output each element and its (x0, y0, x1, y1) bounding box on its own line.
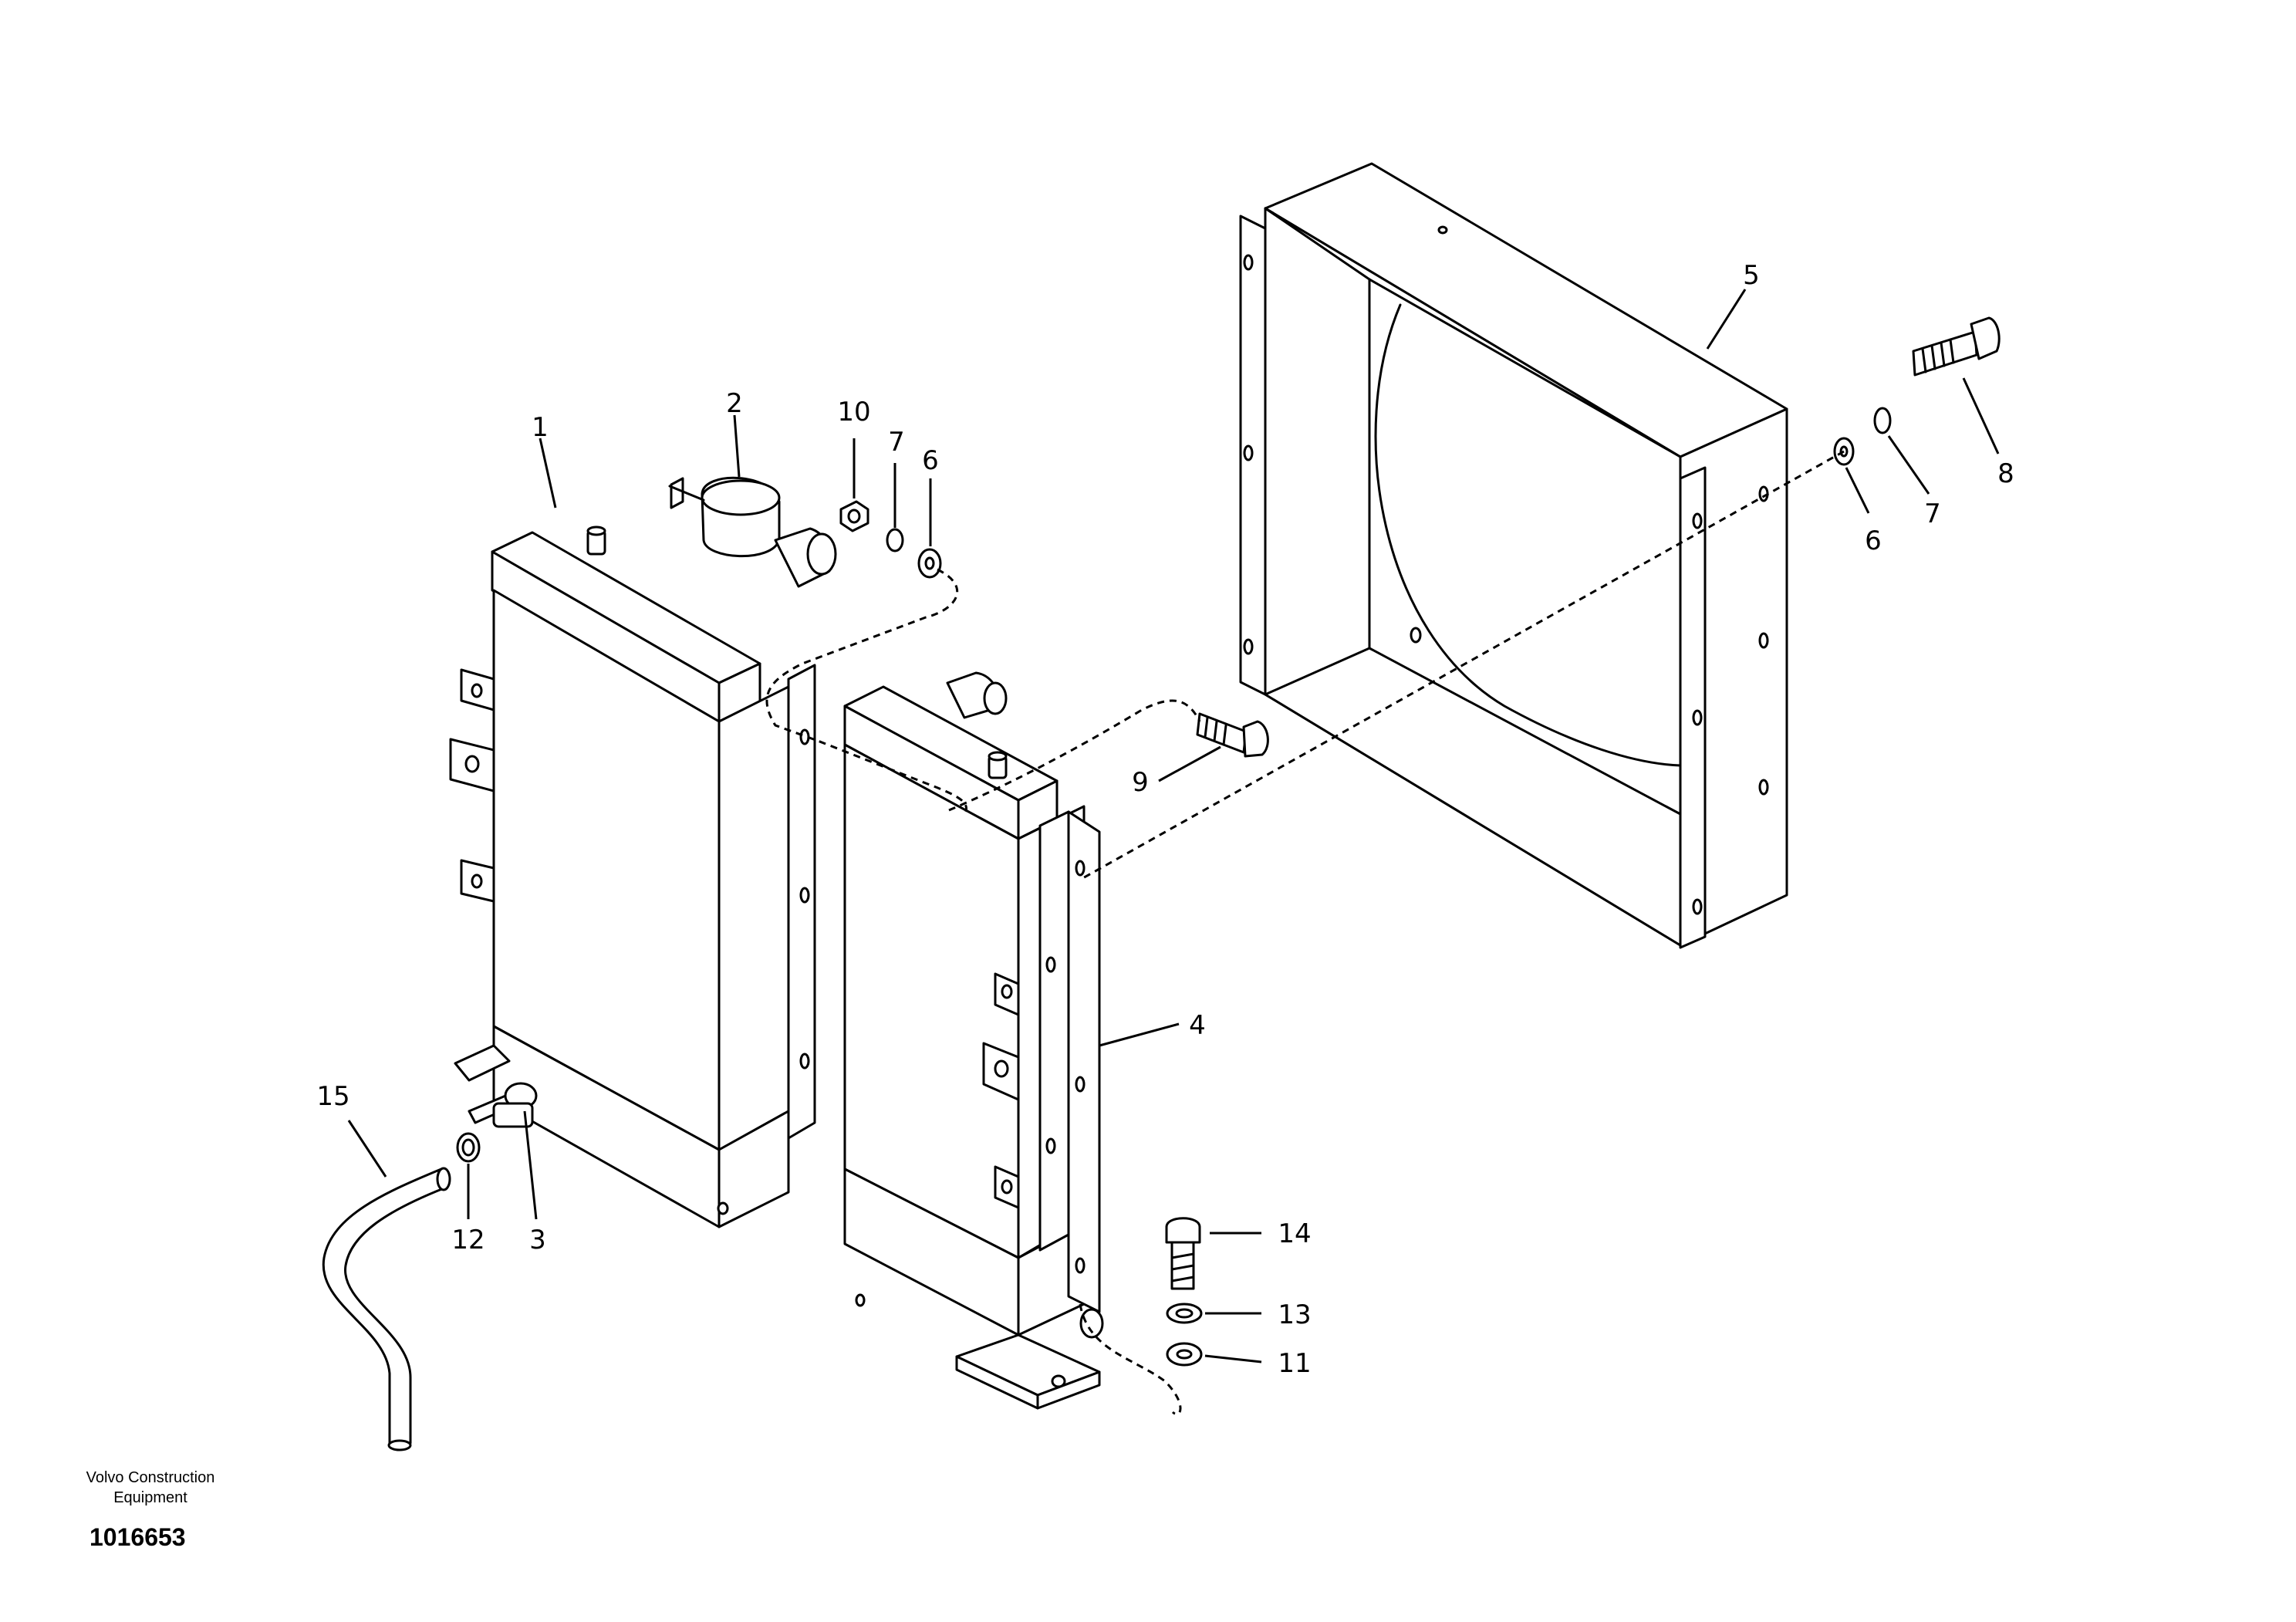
brand-line-1: Volvo Construction (86, 1469, 215, 1486)
callout-6-left: 6 (922, 445, 939, 476)
callout-3: 3 (529, 1225, 546, 1255)
callout-2: 2 (726, 388, 743, 419)
lock-washer-7-left (886, 528, 904, 552)
drawing-reference-number: 1016653 (89, 1523, 186, 1551)
callout-1: 1 (532, 412, 549, 443)
washer-6-left (917, 548, 942, 579)
callout-13: 13 (1278, 1299, 1311, 1330)
drain-cock (468, 1082, 538, 1128)
hose-clamp (456, 1132, 481, 1163)
brand-line-2: Equipment (113, 1489, 187, 1506)
bolt-9 (1196, 712, 1269, 758)
bolt-14 (1165, 1217, 1201, 1290)
callout-5: 5 (1743, 260, 1760, 291)
callout-15: 15 (316, 1081, 349, 1112)
callout-7-left: 7 (888, 427, 905, 458)
drawing-caption: Volvo Construction Equipment 1016653 (0, 1468, 309, 1551)
bolt-8 (1912, 316, 2001, 377)
callout-14: 14 (1278, 1218, 1311, 1249)
lock-washer-13 (1166, 1303, 1203, 1324)
callout-12: 12 (451, 1225, 485, 1255)
radiator (449, 476, 837, 1228)
callout-11: 11 (1278, 1348, 1311, 1379)
callout-9: 9 (1132, 767, 1149, 798)
callout-6-right: 6 (1865, 525, 1882, 556)
callout-10: 10 (837, 397, 870, 427)
callout-4: 4 (1189, 1010, 1206, 1041)
oil-cooler (843, 671, 1104, 1410)
fan-shroud (1239, 162, 1788, 949)
nut-10 (839, 500, 869, 532)
callout-7-right: 7 (1924, 498, 1941, 529)
lock-washer-7-right (1873, 407, 1892, 434)
callout-8: 8 (1997, 458, 2014, 489)
washer-11 (1166, 1342, 1203, 1367)
hose (322, 1167, 451, 1451)
radiator-cap (668, 476, 837, 588)
